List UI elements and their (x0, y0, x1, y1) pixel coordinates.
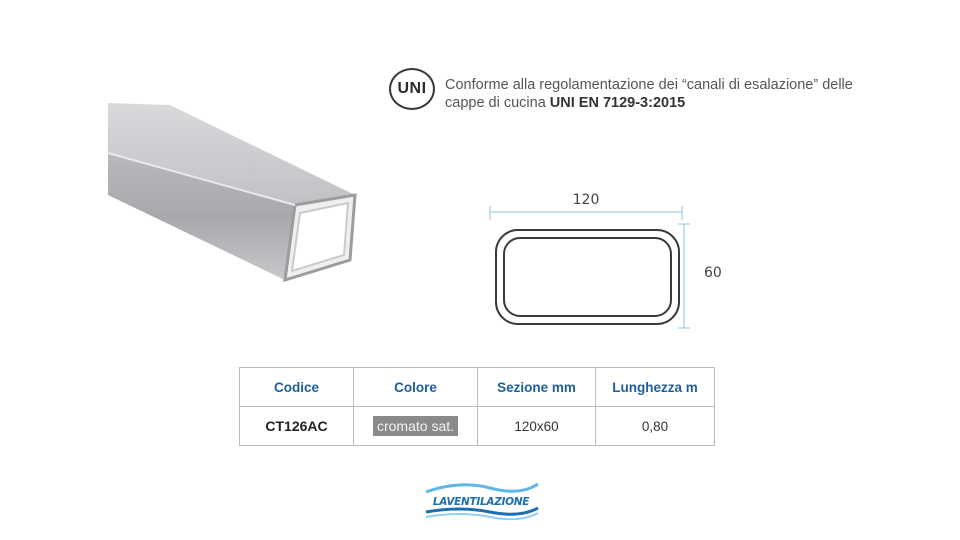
duct-product-image (107, 103, 357, 283)
uni-certification-badge: UNI (389, 68, 435, 110)
cell-codice: CT126AC (239, 406, 354, 446)
certification-text: Conforme alla regolamentazione dei “cana… (445, 76, 865, 112)
table-row: CT126AC cromato sat. 120x60 0,80 (239, 406, 715, 446)
table-header-row: Codice Colore Sezione mm Lunghezza m (239, 367, 715, 407)
color-swatch: cromato sat. (372, 416, 459, 436)
height-dimension-label: 60 (704, 265, 722, 281)
width-dimension-label: 120 (573, 192, 600, 208)
cross-section-diagram: 120 60 (489, 192, 722, 329)
specification-table: Codice Colore Sezione mm Lunghezza m CT1… (239, 367, 715, 446)
brand-logo: LAVENTILAZIONE (420, 478, 542, 520)
certification-standard: UNI EN 7129-3:2015 (549, 95, 686, 111)
cell-sezione: 120x60 (477, 406, 596, 446)
cell-lunghezza: 0,80 (595, 406, 715, 446)
header-codice: Codice (239, 367, 354, 407)
header-lunghezza: Lunghezza m (595, 367, 715, 407)
header-sezione: Sezione mm (477, 367, 596, 407)
header-colore: Colore (353, 367, 478, 407)
cell-colore: cromato sat. (353, 406, 478, 446)
certification-text-plain: Conforme alla regolamentazione dei “cana… (445, 77, 853, 111)
brand-name: LAVENTILAZIONE (432, 496, 530, 508)
brand-wave-icon (425, 482, 539, 520)
